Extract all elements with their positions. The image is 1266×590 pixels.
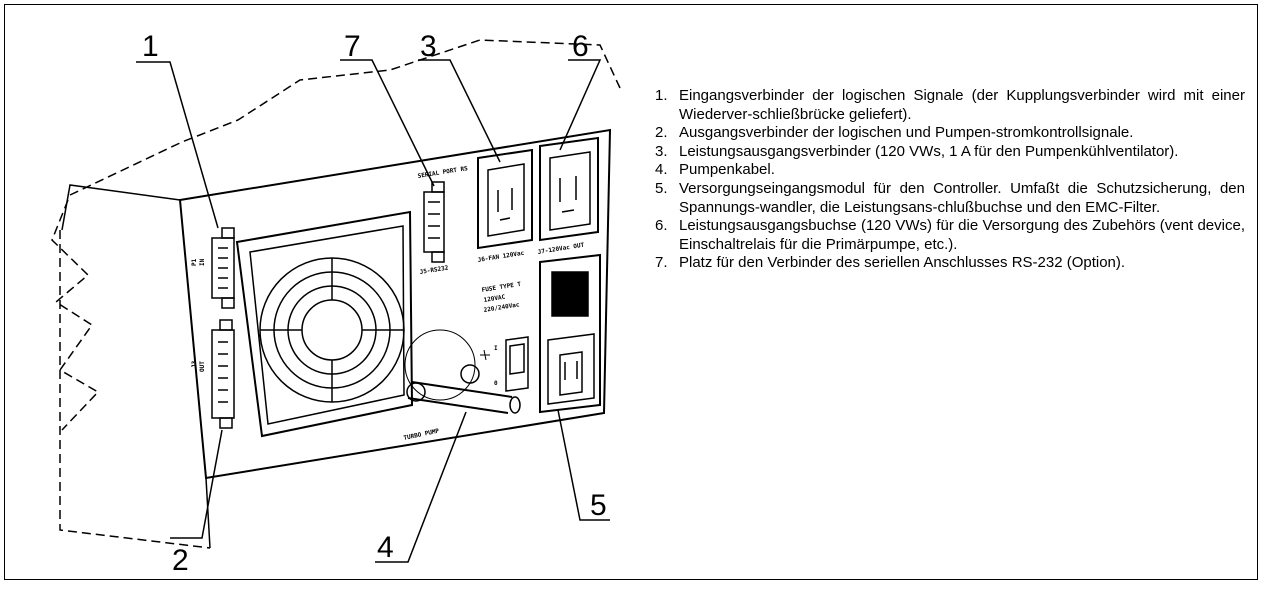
housing-cutaway-outline (59, 230, 211, 549)
legend-item-4: 4.Pumpenkabel. (655, 161, 775, 179)
leader-6 (559, 59, 602, 151)
housing-bottom-edge (205, 477, 211, 549)
label-j6: J6-FAN 120Vac (477, 250, 525, 264)
ground-screw (460, 364, 480, 384)
callout-5: 5 (590, 489, 607, 522)
housing-break-line (51, 199, 100, 431)
socket-j6 (477, 148, 533, 250)
fan-housing-inner (249, 225, 405, 425)
label-switch-on: I (494, 345, 498, 352)
fuse-drawer-grille (551, 271, 589, 317)
label-switch-off: 0 (494, 380, 498, 387)
callout-6: 6 (572, 30, 589, 63)
connector-j3-screw-top (219, 319, 233, 331)
label-j5-rs232: J5-RS232 (419, 264, 449, 275)
pump-cable-end (509, 396, 521, 414)
connector-p1-screw-bottom (221, 297, 235, 309)
legend-item-5: 5.Versorgungseingangsmodul für den Contr… (655, 179, 1245, 216)
callout-3: 3 (420, 30, 437, 63)
pump-cable (407, 381, 513, 414)
connector-p1-screw-top (221, 227, 235, 239)
figure-frame (4, 4, 1258, 580)
callout-1: 1 (142, 30, 159, 63)
label-j7: J7-120Vac OUT (537, 242, 585, 256)
connector-j3-screw-bottom (219, 417, 233, 429)
legend-list: 1.Eingangsverbinder der logischen Signal… (655, 87, 1245, 273)
socket-j7 (539, 136, 599, 242)
connector-j3 (211, 329, 235, 419)
fan-housing (235, 210, 414, 438)
legend-item-1: 1.Eingangsverbinder der logischen Signal… (655, 87, 1245, 123)
power-switch (505, 336, 529, 392)
label-j3: J3 (191, 360, 198, 368)
pump-connector-ring (404, 329, 476, 401)
leader-5 (557, 409, 610, 521)
leader-2 (170, 429, 223, 539)
callout-7: 7 (344, 30, 361, 63)
label-p1-in: IN (199, 258, 206, 266)
legend-item-3: 3.Leistungsausgangsverbinder (120 VWs, 1… (655, 142, 1179, 160)
legend-item-7: 7.Platz für den Verbinder des seriellen … (655, 254, 1126, 272)
fan-spokes (260, 258, 404, 402)
legend-item-6: 6.Leistungsausgangsbuchse (120 VWs) für … (655, 217, 1245, 253)
legend-item-2: 2.Ausgangsverbinder der logischen und Pu… (655, 124, 1134, 142)
rear-panel-face (178, 128, 612, 480)
leader-7 (340, 59, 435, 187)
label-fuse-type: FUSE TYPE T (481, 281, 522, 294)
leader-3 (418, 59, 501, 163)
leader-1 (136, 61, 219, 229)
label-p1: P1 (191, 258, 198, 266)
leader-4 (375, 411, 467, 563)
power-entry-module (539, 253, 601, 414)
housing-side-edge (61, 184, 181, 231)
connector-j5-rs232 (423, 191, 445, 253)
housing-top-outline (69, 39, 621, 196)
label-j3-out: OUT (199, 361, 206, 372)
callout-2: 2 (172, 544, 189, 577)
label-fuse-120: 120VAC (483, 294, 506, 304)
fan-ring-inner (301, 299, 363, 361)
callout-4: 4 (377, 531, 394, 564)
